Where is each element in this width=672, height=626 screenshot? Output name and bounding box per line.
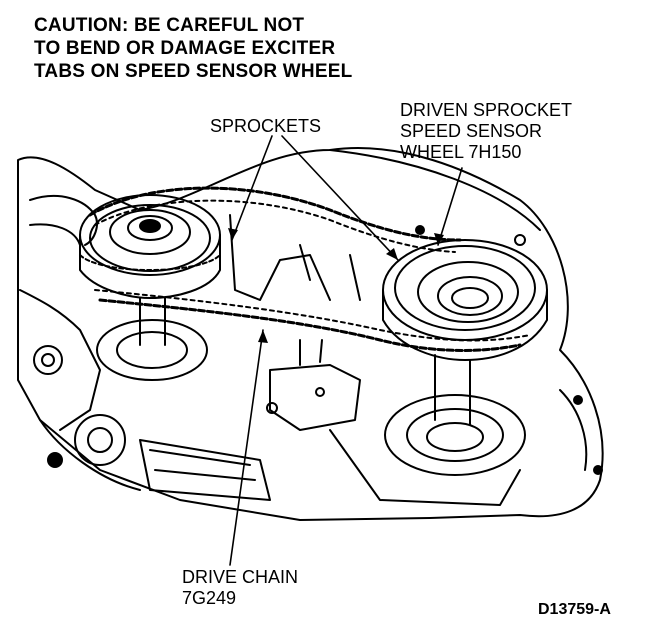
caution-line: TO BEND OR DAMAGE EXCITER bbox=[34, 38, 336, 59]
figure-id: D13759-A bbox=[538, 601, 611, 618]
driven-label-line: SPEED SENSOR bbox=[400, 121, 543, 141]
leader-sprockets-right bbox=[281, 135, 399, 261]
caution-line: TABS ON SPEED SENSOR WHEEL bbox=[34, 61, 353, 82]
caution-line: CAUTION: BE CAREFUL NOT bbox=[34, 15, 305, 36]
drive-chain-label-line: DRIVE CHAIN bbox=[182, 567, 299, 587]
drive-sprocket bbox=[79, 194, 221, 299]
driven-shaft bbox=[434, 354, 471, 426]
leader-sprockets-left bbox=[231, 135, 273, 241]
sprockets-label: SPROCKETS bbox=[210, 116, 322, 136]
leader-driven bbox=[437, 167, 463, 246]
drive-chain-label-line: 7G249 bbox=[182, 588, 237, 608]
driven-sprocket-label: DRIVEN SPROCKET SPEED SENSOR WHEEL 7H150 bbox=[400, 100, 572, 163]
driven-label-line: DRIVEN SPROCKET bbox=[400, 100, 573, 120]
hand bbox=[29, 195, 98, 246]
case-outline bbox=[17, 147, 604, 521]
caution-note: CAUTION: BE CAREFUL NOT TO BEND OR DAMAG… bbox=[34, 14, 352, 83]
leader-chain bbox=[229, 329, 264, 566]
driven-sprocket bbox=[382, 239, 548, 361]
drive-chain-label: DRIVE CHAIN 7G249 bbox=[182, 567, 298, 609]
driven-label-line: WHEEL 7H150 bbox=[400, 142, 522, 162]
